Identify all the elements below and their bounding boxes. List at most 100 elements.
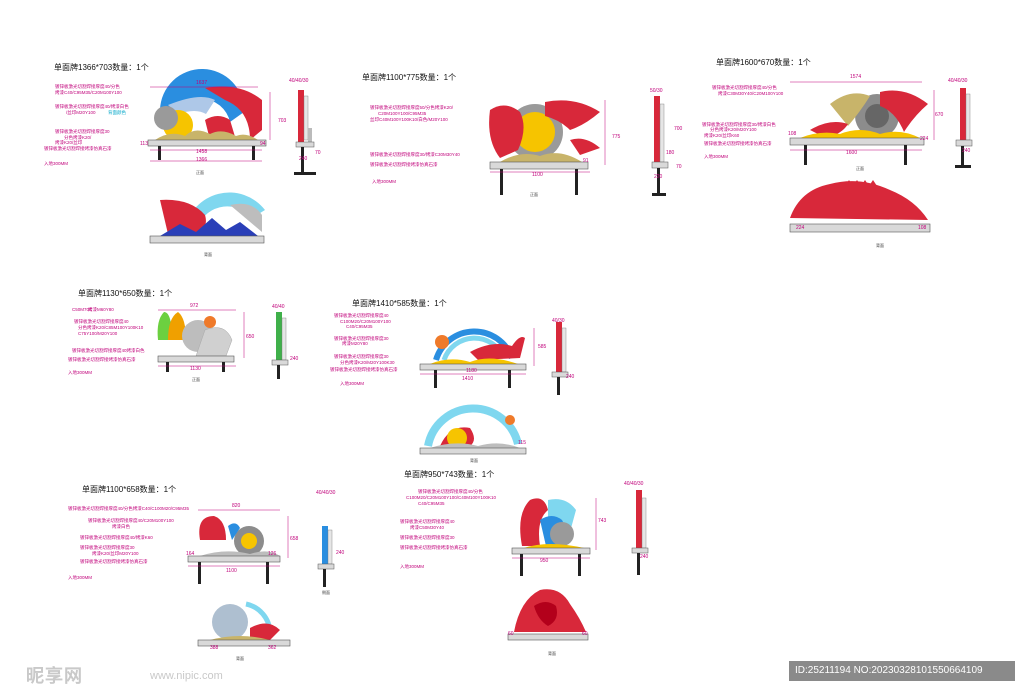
- sign7-side-elevation: [631, 490, 649, 575]
- sign2-label: 丝印C40M100Y100K10/白色/M20Y100: [370, 117, 448, 122]
- sign1-dim: 703: [278, 118, 287, 124]
- sign5-label: C40/C95M35: [346, 324, 373, 329]
- sign1-label: 分色烤漆K20/: [64, 135, 92, 140]
- sign7-dim: 40/40/30: [624, 481, 644, 487]
- sign7-label: 入地300MM: [400, 564, 425, 569]
- sign6-label: 镀锌板激光切割焊接厚度40/C20M100Y100: [88, 518, 174, 523]
- sign1-caption: 背面: [204, 252, 212, 257]
- sign1-dim: 1458: [196, 149, 208, 155]
- sign6-dim: 658: [290, 536, 299, 542]
- sign1-dim: 1637: [196, 80, 208, 86]
- sign2-dim: 1100: [532, 172, 543, 178]
- sign7-dim: 60: [508, 631, 514, 637]
- sign6-label: 镀锌板激光切割焊接烤漆仿真石漆: [80, 559, 148, 564]
- sign7-label: 镀锌板激光切割焊接厚度30: [400, 535, 455, 540]
- sign1-label: 镀锌板激光切割焊接烤漆仿真石漆: [44, 146, 112, 151]
- sign1-label: 镀锌板激光切割焊接厚度30: [55, 129, 110, 134]
- sign6-label: 烤漆K20/丝印M20Y100: [92, 551, 139, 556]
- sign3-front-elevation: [789, 90, 928, 165]
- sign2-label: C20M100Y100/C95M35: [378, 111, 427, 116]
- sign1-front-elevation: [147, 69, 267, 160]
- sign1-dim: 240: [299, 156, 308, 162]
- sign3-dim: 108: [918, 225, 927, 231]
- sign3-title: 单面牌1600*670数量：1个: [716, 58, 811, 67]
- sign3-label: 镀锌板激光切割焊接厚度40/分色: [712, 85, 777, 90]
- sign7-label: 镀锌板激光切割焊接烤漆仿真石漆: [400, 545, 468, 550]
- sign1-label: 入地300MM: [44, 161, 69, 166]
- sign5-label: C100M20/C20M100Y100: [340, 319, 391, 324]
- sign2-label: 镀锌板激光切割焊接烤漆仿真石漆: [370, 162, 438, 167]
- sign5-dim: 115: [518, 440, 526, 446]
- sign2-dim: 50/30: [650, 88, 663, 94]
- sign1-dim: 1366: [196, 157, 208, 163]
- sign6-dim: 388: [210, 645, 219, 651]
- sign1-title: 单面牌1366*703数量：1个: [54, 63, 149, 72]
- sign4-label: 烤漆M60Y80: [88, 307, 114, 312]
- sign4-dim: 40/40: [272, 304, 285, 310]
- sign1-dim: 40/40/30: [289, 78, 309, 84]
- sign3-label: 入地300MM: [704, 154, 729, 159]
- sign6-dim: 126: [268, 551, 277, 557]
- sign4-label: 镀锌板激光切割焊接烤漆仿真石漆: [68, 357, 136, 362]
- sign3-dim: 224: [920, 136, 929, 142]
- sign3-dim: 224: [796, 225, 805, 231]
- sign4-label: 镀锌板激光切割焊接厚度40烤漆白色: [72, 348, 145, 353]
- watermark-site-name: 昵享网: [26, 666, 83, 686]
- sign6-label: 镀锌板激光切割焊接厚度30: [80, 545, 135, 550]
- sign5-label: 镀锌板激光切割焊接厚度30: [334, 354, 389, 359]
- sign7-back-elevation: [507, 589, 589, 641]
- sign5-dim: 1410: [462, 376, 474, 382]
- sign1-label: 镀锌板激光切割焊接厚度40/烤漆白色: [55, 104, 129, 109]
- sign1-dim: 70: [315, 150, 321, 156]
- sign5-label: 镀锌板激光切割焊接烤漆仿真石漆: [330, 367, 398, 372]
- sign3-caption: 背面: [876, 243, 884, 248]
- sign1-caption: 正面: [196, 170, 204, 175]
- sign3-label: 镀锌板激光切割焊接烤漆仿真石漆: [704, 141, 772, 146]
- sign4-dim: 1130: [190, 366, 201, 372]
- sign7-dim: 743: [598, 518, 607, 524]
- sign2-dim: 91: [583, 158, 589, 164]
- sign7-dim: 240: [640, 554, 649, 560]
- sign5-label: 烤漆M20Y80: [342, 341, 368, 346]
- sign2-dim: 180: [666, 150, 675, 156]
- sign6-label: 烤漆白色: [112, 524, 130, 529]
- sign7-caption: 背面: [548, 651, 556, 656]
- sign5-label: 入地300MM: [340, 381, 365, 386]
- sign3-dim: 40/40/30: [948, 78, 968, 84]
- sign3-caption: 正面: [856, 166, 864, 171]
- sign1-label: 烤漆C40/C95M35/C20M100Y100: [55, 90, 122, 95]
- sign6-caption: 侧面: [322, 590, 330, 595]
- sign2-label: 镀锌板激光切割焊接厚度50/分色烤漆K20/: [370, 105, 454, 110]
- sign2-side-elevation: [651, 96, 669, 196]
- sign3-label: 镀锌板激光切割焊接厚度30/烤漆白色: [702, 122, 776, 127]
- sign2-label: 镀锌板激光切割焊接厚度30/烤漆C30M30Y40: [370, 152, 460, 157]
- watermark-site-url: www.nipic.com: [150, 670, 223, 682]
- sign3-label: 烤漆C30M30Y40/C20M100Y100: [718, 91, 784, 96]
- sign1-side-elevation: [294, 90, 316, 175]
- sign2-label: 入地300MM: [372, 179, 397, 184]
- sign1-label: 镀锌板激光切割焊接厚度40/分色: [55, 84, 120, 89]
- sign4-label: C50M70C: [72, 307, 93, 312]
- sign7-label: 镀锌板激光切割焊接厚度40/分色: [418, 489, 483, 494]
- sign3-side-elevation: [955, 88, 973, 168]
- sign4-label: 分色烤漆K20/C85M100Y100K10: [78, 325, 144, 330]
- sign7-dim: 60: [582, 631, 588, 637]
- sign5-side-elevation: [551, 322, 569, 395]
- sign6-label: 入地300MM: [68, 575, 93, 580]
- sign6-dim: 240: [336, 550, 345, 556]
- sign2-title: 单面牌1100*775数量：1个: [362, 73, 457, 82]
- sign7-title: 单面牌950*743数量：1个: [404, 470, 495, 479]
- sign7-label: 烤漆C50M30Y40: [410, 525, 445, 530]
- sign7-label: C100M20/C20M100Y100/C40M100Y100K10: [406, 495, 497, 500]
- sign5-dim: 240: [566, 374, 575, 380]
- sign7-front-elevation: [511, 498, 591, 576]
- sign2-dim: 775: [612, 134, 621, 140]
- sign2-dim: 220: [654, 174, 663, 180]
- sign3-back-elevation: [789, 180, 931, 233]
- sign5-dim: 40/30: [552, 318, 565, 324]
- sign2-dim: 70: [676, 164, 682, 170]
- sign7-label: 镀锌板激光切割焊接厚度40: [400, 519, 455, 524]
- sign4-label: C75Y100/M20Y100: [78, 331, 118, 336]
- sign6-dim: 40/40/30: [316, 490, 336, 496]
- sign4-label: 入地300MM: [68, 370, 93, 375]
